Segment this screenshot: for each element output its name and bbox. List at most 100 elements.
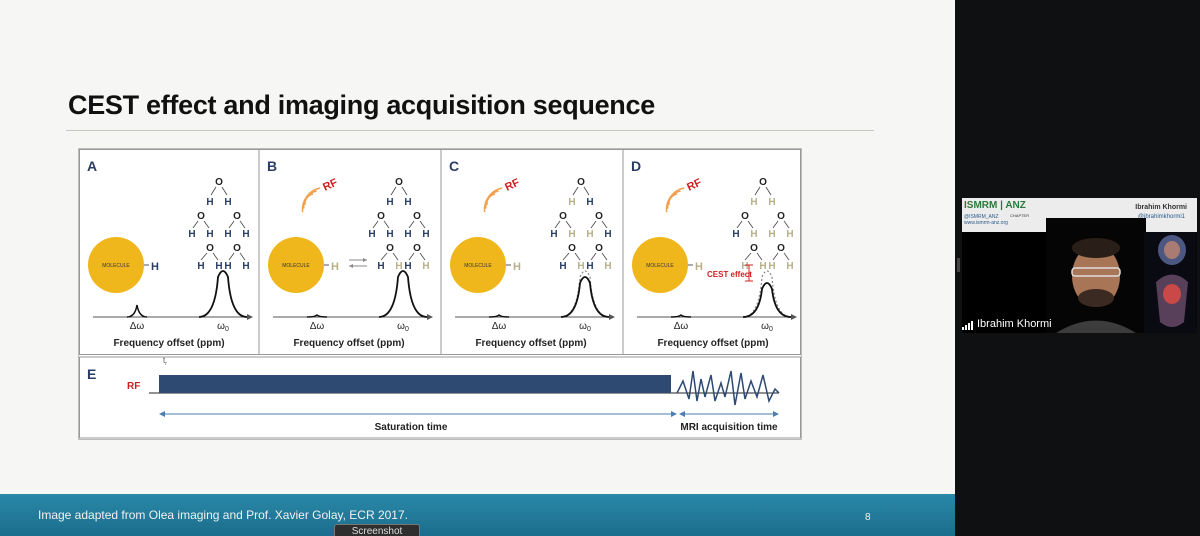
exchangeable-proton: H xyxy=(331,261,339,273)
slide-title: CEST effect and imaging acquisition sequ… xyxy=(68,90,655,120)
water-bond xyxy=(390,186,397,196)
water-hydrogen: H xyxy=(750,229,757,240)
water-bond xyxy=(572,186,579,196)
water-hydrogen: H xyxy=(768,261,775,272)
molecule-circle xyxy=(632,237,688,293)
water-hydrogen: H xyxy=(786,229,793,240)
panel-letter: A xyxy=(87,158,97,174)
water-bond xyxy=(192,220,199,229)
water-hydrogen: H xyxy=(586,197,593,208)
water-bond xyxy=(601,252,608,261)
water-oxygen: O xyxy=(377,211,385,222)
water-hydrogen: H xyxy=(197,261,204,272)
water-bond xyxy=(747,220,754,229)
water-oxygen: O xyxy=(595,243,603,254)
water-oxygen: O xyxy=(559,211,567,222)
water-bond xyxy=(239,220,246,229)
water-hydrogen: H xyxy=(215,261,222,272)
water-bond xyxy=(200,252,208,261)
water-hydrogen: H xyxy=(404,261,411,272)
water-oxygen: O xyxy=(197,211,205,222)
water-oxygen: O xyxy=(595,211,603,222)
water-hydrogen: H xyxy=(224,261,231,272)
frequency-offset-label: Frequency offset (ppm) xyxy=(475,338,586,349)
water-hydrogen: H xyxy=(242,229,249,240)
panel-letter: D xyxy=(631,158,641,174)
water-hydrogen: H xyxy=(206,229,213,240)
water-oxygen: O xyxy=(750,243,758,254)
water-hydrogen: H xyxy=(550,229,557,240)
participant-avatar xyxy=(1046,218,1146,333)
axis-arrowhead xyxy=(247,314,253,320)
water-hydrogen: H xyxy=(559,261,566,272)
water-bond xyxy=(756,252,763,261)
water-oxygen: O xyxy=(413,211,421,222)
exchangeable-proton: H xyxy=(151,261,159,273)
water-hydrogen: H xyxy=(768,197,775,208)
water-hydrogen: H xyxy=(224,197,231,208)
panel-letter: C xyxy=(449,158,459,174)
water-bond xyxy=(408,220,415,229)
rf-wave xyxy=(483,187,503,213)
solute-peak xyxy=(488,313,510,318)
water-hydrogen: H xyxy=(568,197,575,208)
slide: CEST effect and imaging acquisition sequ… xyxy=(0,0,955,536)
molecule-circle xyxy=(268,237,324,293)
water-oxygen: O xyxy=(777,211,785,222)
banner-chapter: CHAPTER xyxy=(1010,213,1030,218)
molecule-label: MOLECULE xyxy=(464,263,492,269)
exchange-arrowhead xyxy=(349,264,353,268)
saturation-time-label: Saturation time xyxy=(375,422,448,433)
page-number: 8 xyxy=(865,512,871,523)
water-oxygen: O xyxy=(233,211,241,222)
water-bond xyxy=(239,252,246,261)
water-oxygen: O xyxy=(386,243,394,254)
axis-arrowhead xyxy=(791,314,797,320)
panel-e-frame xyxy=(79,356,801,439)
water-oxygen: O xyxy=(413,243,421,254)
anatomy-graphic xyxy=(1144,232,1197,333)
water-hydrogen: H xyxy=(368,229,375,240)
frequency-offset-label: Frequency offset (ppm) xyxy=(293,338,404,349)
water-hydrogen: H xyxy=(750,197,757,208)
water-bond xyxy=(210,186,217,196)
pulse-time-label: tr xyxy=(163,356,167,367)
rf-label: RF xyxy=(503,177,522,194)
banner-presenter-name: Ibrahim Khormi xyxy=(1135,204,1187,211)
water-bond xyxy=(228,220,235,229)
water-bond xyxy=(380,252,388,261)
water-peak xyxy=(742,282,792,318)
rf-label: RF xyxy=(321,177,340,194)
molecule-circle xyxy=(88,237,144,293)
water-hydrogen: H xyxy=(586,261,593,272)
participant-name: Ibrahim Khormi xyxy=(977,318,1052,330)
water-bond xyxy=(228,252,235,261)
water-bond xyxy=(601,220,608,229)
rf-wave xyxy=(301,187,321,213)
panel-resize-handle[interactable] xyxy=(957,258,960,272)
water-peak xyxy=(560,276,610,318)
water-hydrogen: H xyxy=(759,261,766,272)
molecule-label: MOLECULE xyxy=(646,263,674,269)
water-peak xyxy=(378,270,428,318)
water-bond xyxy=(203,220,210,229)
water-bond xyxy=(383,220,390,229)
water-hydrogen: H xyxy=(422,261,429,272)
water-hydrogen: H xyxy=(395,261,402,272)
water-hydrogen: H xyxy=(404,229,411,240)
screenshot-tooltip[interactable]: Screenshot xyxy=(334,524,420,536)
water-bond xyxy=(574,252,581,261)
frequency-offset-label: Frequency offset (ppm) xyxy=(113,338,224,349)
water-bond xyxy=(590,220,597,229)
mri-acquisition-time-label: MRI acquisition time xyxy=(680,422,778,433)
water-hydrogen: H xyxy=(386,229,393,240)
water-bond xyxy=(783,220,790,229)
water-bond xyxy=(392,252,399,261)
water-bond xyxy=(772,252,779,261)
exchangeable-proton: H xyxy=(695,261,703,273)
water-bond xyxy=(772,220,779,229)
water-hydrogen: H xyxy=(586,229,593,240)
axis-arrowhead xyxy=(427,314,433,320)
